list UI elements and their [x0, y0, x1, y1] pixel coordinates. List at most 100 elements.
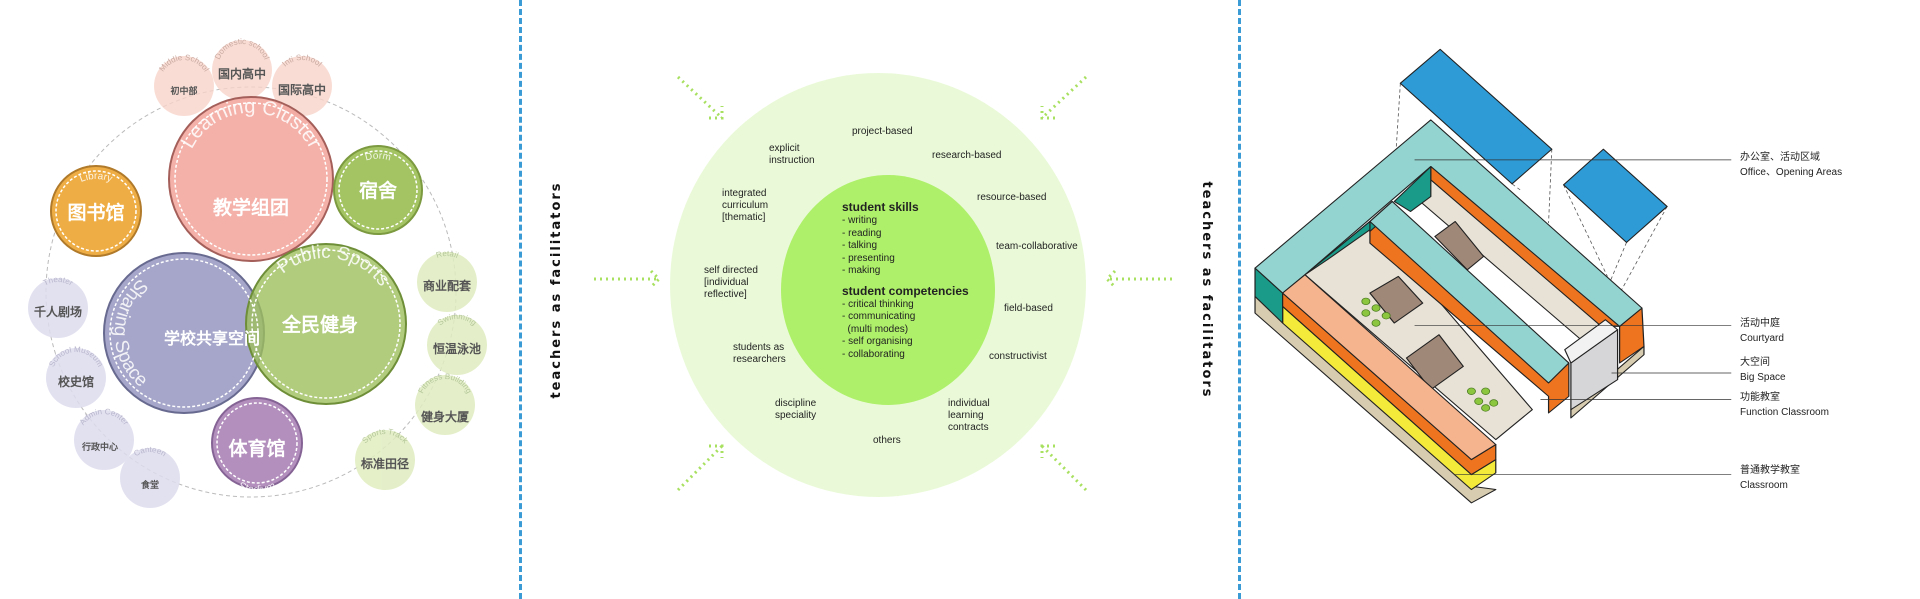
office-roof-panel-2: [1562, 148, 1668, 243]
approach-individual-learning-contracts: individual learning contracts: [948, 398, 990, 433]
legend-classroom: 普通教学教室 Classroom: [1740, 463, 1800, 493]
middle-bar-orange-side: [1369, 220, 1570, 414]
admin-center-zh: 行政中心: [81, 441, 118, 453]
library-zh: 图书馆: [67, 201, 124, 224]
sports-track-zh: 标准田径: [360, 456, 409, 471]
legend-big-space: 大空间 Big Space: [1740, 355, 1786, 385]
teachers-facilitators-label-right: teachers as facilitators: [1199, 181, 1214, 399]
skill-item: - making: [842, 265, 881, 276]
svg-text:Canteen: Canteen: [132, 445, 168, 458]
office-roof-panel-1: [1399, 48, 1553, 185]
fitness-building-zh: 健身大厦: [421, 409, 470, 424]
skill-item: - reading: [842, 227, 882, 239]
canteen-zh: 食堂: [140, 479, 159, 491]
projection-lines: [1395, 83, 1668, 290]
middle-bar-top: [1369, 200, 1570, 384]
inner-dashed-rings: [55, 102, 418, 484]
section-divider-left: [519, 0, 522, 599]
stadium-zh: 体育馆: [228, 437, 285, 460]
approach-team-collaborative: team-collaborative: [996, 241, 1078, 252]
legend-classroom-zh: 普通教学教室: [1740, 465, 1800, 476]
arrow-bottom-left-icon: [676, 444, 724, 492]
right-bar-orange: [1430, 166, 1621, 327]
public-sports-circle: [245, 243, 407, 405]
legend-office-en: Office、Opening Areas: [1740, 167, 1843, 178]
legend-classroom-en: Classroom: [1740, 480, 1788, 491]
approach-constructivist: constructivist: [989, 351, 1047, 362]
outer-block-orange-right: [1619, 307, 1645, 364]
teachers-facilitators-label-left: teachers as facilitators: [549, 181, 564, 399]
approach-field-based: field-based: [1004, 303, 1053, 314]
peach-block-top: [1282, 274, 1497, 461]
big-space-box-left-2: [1405, 334, 1464, 391]
legend-big-space-en: Big Space: [1740, 372, 1786, 383]
approach-research-based: research-based: [932, 150, 1002, 161]
competency-item: (multi modes): [842, 323, 909, 335]
arrow-right-icon: [1104, 269, 1172, 289]
tree-icons: [1361, 297, 1499, 412]
library-circle: [50, 165, 142, 257]
middle-bar-teal-side: [1369, 200, 1393, 232]
svg-text:Retail: Retail: [435, 249, 460, 260]
inner-teal-face: [1304, 166, 1432, 276]
leader-lines: [1414, 159, 1732, 475]
approach-project-based: project-based: [852, 126, 913, 137]
legend-function-classroom-en: Function Classroom: [1740, 407, 1829, 418]
small-circles-top: [154, 40, 332, 116]
skill-item: - talking: [842, 240, 878, 251]
svg-text:Inti School: Inti School: [280, 53, 324, 69]
approach-self-directed: self directed [individual reflective]: [704, 265, 758, 300]
student-skills-block: student skills - writing - reading - tal…: [842, 200, 969, 361]
stadium-circle: [211, 397, 303, 489]
dorm-zh: 宿舍: [359, 179, 398, 202]
arrow-left-icon: [594, 269, 662, 289]
competency-item: - communicating: [842, 311, 916, 322]
competency-item: - self organising: [842, 336, 913, 347]
swimming-zh: 恒温泳池: [433, 341, 481, 356]
intl-school-zh: 国际高中: [278, 82, 326, 97]
main-circles: [50, 96, 423, 489]
competency-item: - collaborating: [842, 348, 905, 360]
learning-cluster-zh: 教学组团: [213, 196, 289, 219]
legend-office-zh: 办公室、活动区域: [1740, 152, 1820, 163]
approach-resource-based: resource-based: [977, 192, 1047, 203]
section-divider-right: [1238, 0, 1241, 599]
svg-text:Theater: Theater: [42, 275, 75, 288]
small-circles-left: [28, 278, 180, 508]
legend-courtyard-zh: 活动中庭: [1740, 318, 1780, 329]
big-space-box-right: [1434, 220, 1485, 271]
legend-function-classroom-zh: 功能教室: [1740, 392, 1780, 403]
legend-courtyard-en: Courtyard: [1740, 333, 1784, 344]
theater-zh: 千人剧场: [34, 304, 82, 319]
sharing-space-zh: 学校共享空间: [164, 329, 260, 348]
classroom-yellow: [1282, 305, 1497, 491]
stadium-en: Stadium: [236, 480, 277, 496]
learning-cluster-circle: [168, 96, 334, 262]
outer-block-side: [1254, 267, 1284, 324]
skill-item: - presenting: [842, 252, 895, 264]
school-museum-zh: 校史馆: [58, 374, 94, 389]
courtyard-floor-right: [1409, 169, 1602, 341]
school-program-bubble-diagram: Learning Cluster Sharing Space Public Sp…: [28, 37, 487, 508]
arrow-bottom-right-icon: [1040, 444, 1088, 492]
middle-school-zh: 初中部: [170, 85, 197, 97]
dorm-circle: [333, 145, 423, 235]
orange-strip-peach: [1282, 292, 1497, 476]
big-space-box-left-1: [1369, 275, 1424, 324]
competency-item: - critical thinking: [842, 298, 914, 310]
arrow-top-right-icon: [1040, 75, 1088, 120]
big-space-gray-box: [1570, 329, 1619, 411]
arrow-top-left-icon: [676, 75, 724, 120]
approach-students-as-researchers: students as researchers: [733, 342, 786, 365]
competencies-title: student competencies: [842, 283, 969, 298]
legend-office: 办公室、活动区域 Office、Opening Areas: [1740, 150, 1842, 180]
retail-zh: 商业配套: [423, 278, 472, 293]
big-space-gray-top: [1564, 319, 1619, 364]
small-circles-right: [355, 252, 487, 490]
approach-others: others: [873, 435, 901, 446]
outer-L-top: [1254, 119, 1643, 327]
approach-explicit-instruction: explicit instruction: [769, 143, 815, 166]
skill-item: - writing: [842, 215, 878, 226]
approach-integrated-curriculum: integrated curriculum [thematic]: [722, 188, 769, 223]
library-en: Library: [78, 171, 113, 185]
